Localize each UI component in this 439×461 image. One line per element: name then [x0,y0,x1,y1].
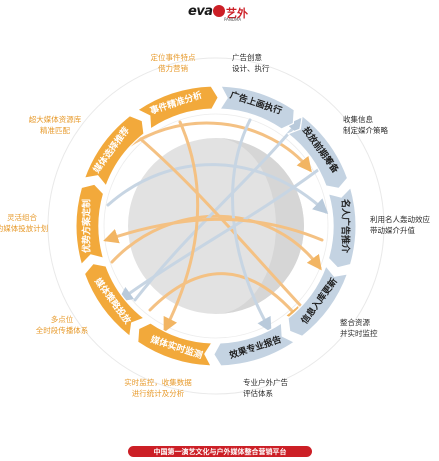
flow-arrow-8 [231,118,272,333]
description-line: 借力营销 [158,63,188,73]
description-line: 多点位 [51,314,74,324]
ring-segment-2 [286,114,349,190]
footer-bar [128,446,312,457]
description-line: 收集信息 [343,114,373,124]
flow-arrow-7 [148,272,302,323]
description-left-1: 超大媒体资源库精准匹配 [29,114,82,135]
flow-arrow-9 [163,120,200,333]
center-circle [128,138,304,314]
description-line: 全时段传播体系 [36,325,89,335]
description-line: 广告创意 [232,52,262,62]
flow-arrow-5 [127,128,302,307]
description-bottom-right: 专业户外广告评估体系 [243,377,288,398]
flow-arrow-2 [106,163,329,215]
description-line: 专业户外广告 [243,377,288,387]
ring-segments [75,85,357,367]
ring-segment-7 [83,262,146,338]
description-line: 评估体系 [243,388,273,398]
description-top-right: 广告创意设计、执行 [232,52,270,73]
logo-cn: 艺外 [226,7,248,20]
flow-arrows [103,117,329,333]
description-right-1: 收集信息制定媒介策略 [343,114,388,135]
description-line: 定位事件特点 [151,52,196,62]
description-line: 超大媒体资源库 [29,114,82,124]
description-line: 整合资源 [340,317,370,327]
ring-segment-5 [213,321,296,367]
ring-segment-8 [75,183,105,266]
description-line: 设计、执行 [232,63,270,73]
description-line: 利用名人轰动效应 [370,214,430,224]
description-line: 进行统计及分析 [132,388,185,398]
description-top-left: 定位事件特点借力营销 [151,52,196,73]
footer: 中国第一演艺文化与户外媒体整合营销平台 [128,446,312,457]
ring-segment-1 [219,85,295,130]
description-line: 制定媒介策略 [343,125,388,135]
ring-segment-3 [327,186,357,269]
inner-ring-line [103,113,329,339]
description-left-2: 灵活组合的媒体投放计划 [0,212,48,233]
guide-circle [47,57,385,395]
flow-arrow-10 [103,217,324,244]
footer-text: 中国第一演艺文化与户外媒体整合营销平台 [154,447,287,456]
ring-segment-6 [137,322,213,367]
description-line: 灵活组合 [7,212,37,222]
ring-segment-10 [136,85,219,131]
description-line: 实时监控，收集数据 [124,377,192,387]
logo-sub: PANDMA [224,17,242,22]
description-bottom-left: 实时监控，收集数据进行统计及分析 [124,377,192,398]
description-line: 并实时监控 [340,328,378,338]
ring-segment-label-3: 名人广告推介 [340,199,352,254]
description-right-2: 利用名人轰动效应带动媒介升值 [370,214,430,235]
ring-segment-9 [83,114,145,188]
logo-badge-icon [213,5,225,17]
description-line: 的媒体投放计划 [0,223,48,233]
ring-segment-label-8: 优势方案定制 [81,199,93,253]
logo-latin: eva [188,4,213,19]
description-line: 带动媒介升值 [370,225,415,235]
description-right-3: 整合资源并实时监控 [340,317,378,338]
description-line: 精准匹配 [40,125,70,135]
flow-arrow-6 [117,168,320,302]
description-left-3: 多点位全时段传播体系 [36,314,89,335]
ring-segment-4 [287,264,349,338]
logo: eva 艺外 PANDMA [188,4,258,22]
descriptions: 广告创意设计、执行收集信息制定媒介策略利用名人轰动效应带动媒介升值整合资源并实时… [0,52,430,398]
